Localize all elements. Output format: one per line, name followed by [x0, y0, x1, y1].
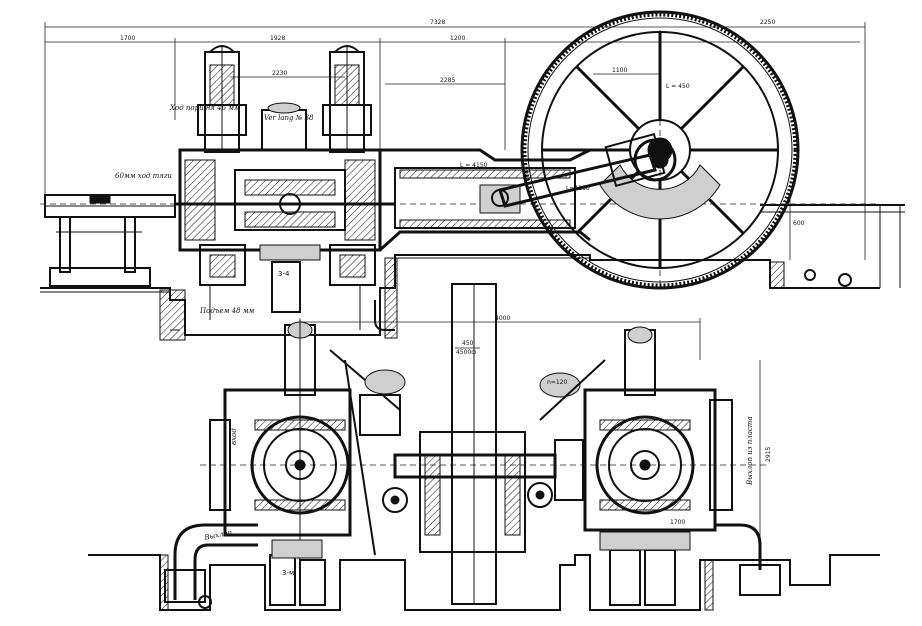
label-model: Ver lang № 38	[264, 114, 314, 122]
dim-guide: 2285	[440, 77, 455, 84]
label-crosshead: L = 4150	[460, 162, 488, 169]
railing	[760, 204, 905, 288]
valve-column-left	[197, 45, 247, 153]
label-n120: n=120	[547, 379, 567, 386]
dim-flywheel: 2250	[760, 19, 775, 26]
dim-shaft-h: 600	[793, 220, 805, 227]
label-right-vert: Выхлоп из пласта	[746, 416, 754, 486]
dim-cyl: 1928	[270, 35, 285, 42]
connecting-rod	[498, 132, 677, 208]
pipes-top	[170, 300, 395, 331]
frame	[378, 148, 591, 252]
central-column	[393, 283, 557, 605]
label-bore: Подъем 48 мм	[199, 307, 255, 315]
left-pumps	[269, 539, 326, 606]
plan-view: 4000 450 4500ф 2915 275 200 1700	[88, 283, 880, 611]
dim-overall: 7328	[430, 19, 445, 26]
dimension-lines-top	[40, 22, 880, 285]
flywheel-l90: L = 450	[666, 83, 690, 90]
side-elevation: 7328 2250 1700 1928 1200 2230 2285 1100 …	[40, 10, 905, 341]
dim-plan-gear: 4500ф	[456, 349, 476, 356]
dim-plan-width: 4000	[495, 315, 510, 322]
foundation-plan	[88, 554, 880, 611]
dim-mid: 1200	[450, 35, 465, 42]
dim-c1: 1700	[670, 519, 685, 526]
dim-crank: 1100	[612, 67, 627, 74]
label-rodlen: L=4150	[566, 185, 590, 192]
lower-valves	[199, 244, 376, 330]
label-under: 3-м	[282, 569, 294, 577]
left-engine	[209, 320, 408, 590]
dim-plan-shaft: 450	[462, 340, 474, 347]
valve-column-right	[322, 45, 372, 153]
label-rod: 60мм ход тяги	[115, 172, 172, 180]
dim-left: 1700	[120, 35, 135, 42]
dim-plan-right: 2915	[765, 447, 772, 462]
tail-support	[44, 194, 176, 287]
right-pumps	[599, 531, 691, 606]
label-inlet: Выхлоп	[203, 528, 233, 542]
foundation-top	[40, 254, 880, 341]
label-pump: 3-4	[278, 270, 290, 278]
right-elbow-pipe	[715, 523, 781, 596]
right-engine	[527, 326, 733, 532]
flywheel	[520, 10, 800, 290]
dim-cyl-centers: 2230	[272, 70, 287, 77]
label-left-vert: вход	[230, 428, 238, 445]
cylinder-block	[175, 148, 395, 261]
governor	[261, 102, 307, 151]
